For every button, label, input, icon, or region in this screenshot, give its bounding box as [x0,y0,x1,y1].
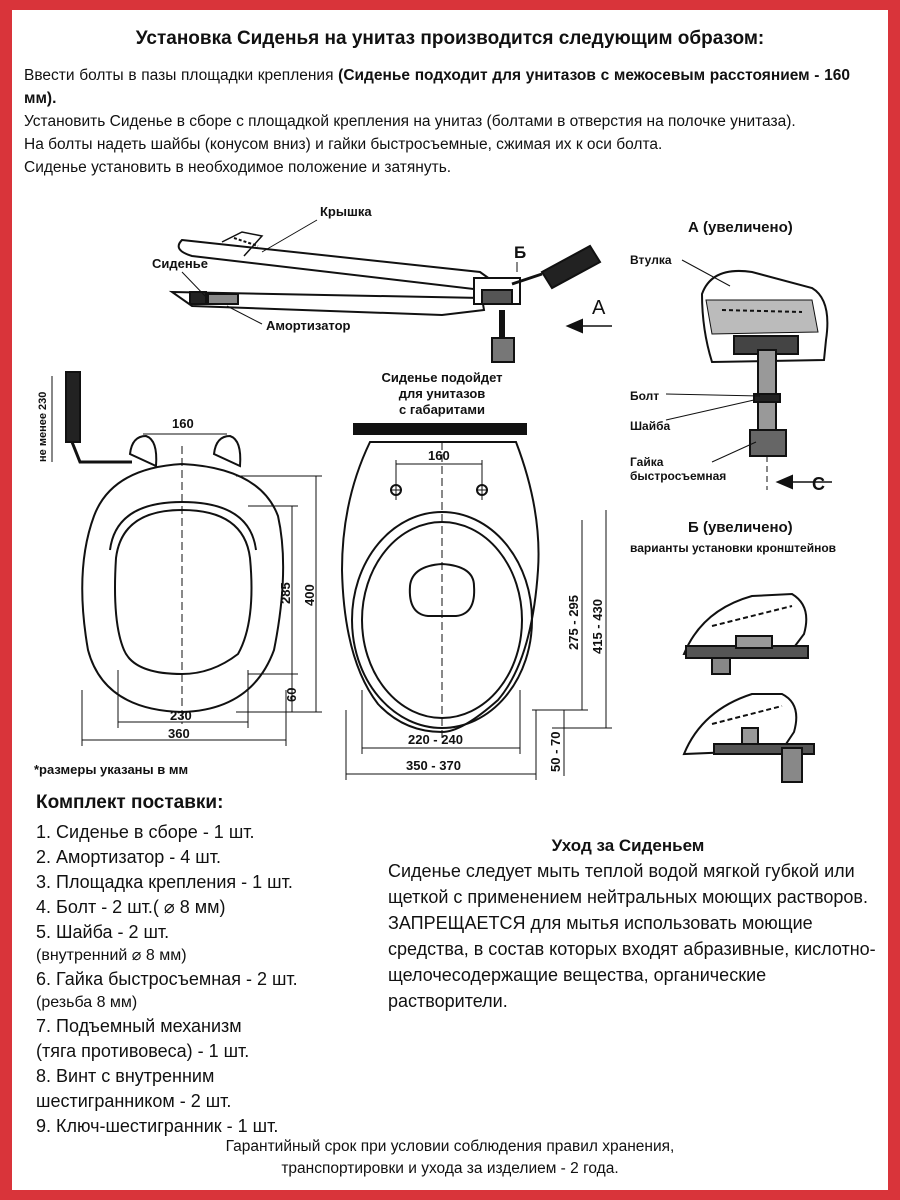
label-bolt: Болт [630,389,659,403]
installation-instructions: Ввести болты в пазы площадки крепления (… [24,64,850,179]
kit-item-8b: шестигранником - 2 шт. [36,1091,232,1111]
seat-outer-width: 360 [168,726,190,741]
kit-item-9: 9. Ключ-шестигранник - 1 шт. [36,1116,279,1136]
kit-item-6-sub: (резьба 8 мм) [36,994,138,1011]
care-title: Уход за Сиденьем [551,836,705,855]
instruction-step-4: Сиденье установить в необходимое положен… [24,159,452,176]
kit-item-5: 5. Шайба - 2 шт. [36,922,170,942]
bowl-inner-width: 220 - 240 [408,732,463,747]
seat-top-view [51,371,322,746]
instruction-step-3: На болты надеть шайбы (конусом вниз) и г… [24,136,663,153]
detail-b-title: Б (увеличено) [688,519,793,536]
label-c: С [812,474,825,494]
units-note: *размеры указаны в мм [34,762,189,777]
step-1-bold-text: (Сиденье подходит для унитазов с межосев… [24,67,850,107]
kit-item-4: 4. Болт - 2 шт.( ⌀ 8 мм) [36,897,226,917]
detail-a-title: А (увеличено) [688,219,793,236]
bowl-outer-length: 415 - 430 [590,599,605,654]
label-a: А [592,297,606,319]
page-title: Установка Сиденья на унитаз производится… [135,28,765,49]
step-1-text: Ввести болты в пазы площадки крепления [24,67,339,84]
kit-item-6: 6. Гайка быстросъемная - 2 шт. [36,969,298,989]
detail-b-drawing [682,592,815,783]
instruction-step-2: Установить Сиденье в сборе с площадкой к… [24,113,796,130]
seat-height-min: не менее 230 [37,392,49,462]
seat-outer-length: 400 [302,584,317,606]
bowl-outer-width: 350 - 370 [406,758,461,773]
label-bushing: Втулка [630,253,672,267]
label-damper: Амортизатор [266,318,351,333]
label-b: Б [514,243,526,262]
label-nut-line1: Гайка [630,455,664,469]
warranty-line-2: транспортировки и ухода за изделием - 2 … [281,1160,619,1177]
bowl-hole-spacing: 160 [428,448,450,463]
seat-hole-spacing: 160 [172,416,194,431]
kit-title: Комплект поставки: [36,792,224,813]
detail-b-subtitle: варианты установки кронштейнов [630,541,836,555]
seat-rear-offset: 60 [284,688,299,702]
seat-inner-length: 285 [278,582,293,604]
kit-item-2: 2. Амортизатор - 4 шт. [36,847,221,867]
kit-item-5-sub: (внутренний ⌀ 8 мм) [36,947,187,964]
seat-inner-width: 230 [170,708,192,723]
detail-a-drawing [665,259,832,490]
side-view-drawing [168,219,612,363]
care-text: Сиденье следует мыть теплой водой мягкой… [388,861,876,1011]
label-nut-line2: быстросъемная [630,469,726,483]
bowl-caption-line3: с габаритами [399,402,485,417]
bowl-caption-line2: для унитазов [399,386,486,401]
technical-drawings: Крышка Сиденье Амортизатор Б А А (увелич… [37,204,836,783]
instruction-step-1: Ввести болты в пазы площадки крепления (… [24,64,850,110]
kit-item-1: 1. Сиденье в сборе - 1 шт. [36,822,255,842]
bowl-rear-offset: 50 - 70 [548,732,563,772]
label-lid: Крышка [320,204,372,219]
kit-item-7a: 7. Подъемный механизм [36,1016,242,1036]
kit-item-7b: (тяга противовеса) - 1 шт. [36,1041,250,1061]
instruction-sheet: Установка Сиденья на унитаз производится… [12,10,888,1190]
warranty-footer: Гарантийный срок при условии соблюдения … [12,1136,888,1180]
warranty-line-1: Гарантийный срок при условии соблюдения … [225,1138,675,1155]
kit-item-8a: 8. Винт с внутренним [36,1066,215,1086]
bowl-inner-length: 275 - 295 [566,595,581,650]
bowl-caption-line1: Сиденье подойдет [381,370,502,385]
kit-item-3: 3. Площадка крепления - 1 шт. [36,872,293,892]
label-washer: Шайба [630,419,671,433]
label-seat: Сиденье [152,256,208,271]
bowl-top-view [340,423,612,780]
kit-list: 1. Сиденье в сборе - 1 шт. 2. Амортизато… [36,820,396,1139]
